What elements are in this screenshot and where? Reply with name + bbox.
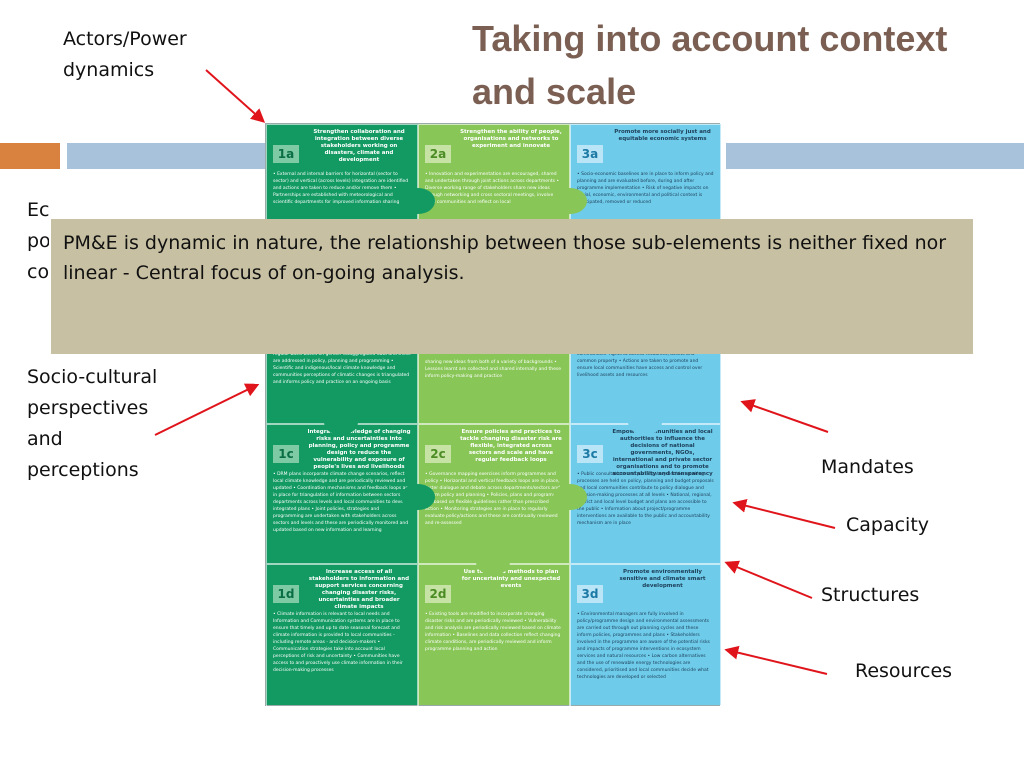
arrow-resources: [724, 645, 828, 675]
puzzle-cell-2c: 2c Ensure policies and practices to tack…: [418, 424, 570, 564]
cell-body: • Existing tools are modified to incorpo…: [425, 612, 561, 652]
label-mandates: Mandates: [821, 456, 914, 478]
cell-heading: Increase access of all stakeholders to i…: [308, 569, 410, 610]
cell-body: regular basis based on gender disaggrega…: [273, 352, 411, 385]
cell-tag: 2c: [425, 445, 451, 463]
cell-heading: Use tools and methods to plan for uncert…: [461, 569, 561, 589]
cell-body: • External and internal barriers for hor…: [273, 172, 409, 205]
cell-heading: Promote environmentally sensitive and cl…: [619, 569, 706, 589]
accent-bar-blue-right: [726, 143, 1024, 169]
puzzle-cell-1c: 1c Integrate knowledge of changing risks…: [266, 424, 418, 564]
cell-heading: Strengthen the ability of people, organi…: [460, 129, 562, 149]
overlay-callout: PM&E is dynamic in nature, the relations…: [51, 219, 973, 354]
cell-heading: Empower communities and local authoritie…: [612, 429, 713, 477]
label-capacity: Capacity: [846, 514, 930, 536]
puzzle-knob: [401, 484, 435, 510]
label-structures: Structures: [821, 584, 920, 606]
cell-tag: 1a: [273, 145, 299, 163]
cell-body: • DRM plans incorporate climate change s…: [273, 472, 411, 533]
accent-bar-orange: [0, 143, 60, 169]
puzzle-cell-3d: 3d Promote environmentally sensitive and…: [570, 564, 721, 707]
puzzle-knob: [628, 409, 662, 435]
puzzle-knob: [401, 188, 435, 214]
cell-heading: Ensure policies and practices to tackle …: [460, 429, 562, 463]
label-actors-power-dynamics: Actors/Power dynamics: [63, 28, 187, 81]
label-economic-political-context: Economic-political context: [27, 195, 49, 287]
label-resources: Resources: [855, 660, 953, 682]
arrow-structures: [724, 560, 813, 599]
cell-tag: 2a: [425, 145, 451, 163]
puzzle-cell-3a: 3a Promote more socially just and equita…: [570, 124, 721, 274]
arrow-mandates-pointer: [740, 399, 829, 433]
cell-heading: Integrate knowledge of changing risks an…: [307, 429, 411, 470]
cell-tag: 3a: [577, 145, 603, 163]
cell-body: sharing new ideas from both of a variety…: [425, 360, 562, 379]
cell-tag: 3c: [577, 445, 603, 463]
cell-body: communities' rights to access resources,…: [577, 352, 703, 378]
cell-heading: Promote more socially just and equitable…: [614, 129, 711, 142]
label-economic-political-context-text: Economic-political context: [27, 199, 49, 283]
accent-bar-blue-left: [67, 143, 267, 169]
cell-body: • Governance mapping exercises inform pr…: [425, 472, 563, 526]
arrow-socio: [154, 383, 260, 436]
cell-tag: 2d: [425, 585, 451, 603]
puzzle-cell-1d: 1d Increase access of all stakeholders t…: [266, 564, 418, 707]
puzzle-knob: [553, 484, 587, 510]
arrow-actors: [205, 69, 266, 123]
puzzle-knob: [553, 188, 587, 214]
puzzle-knob: [324, 409, 358, 435]
arrow-capacity: [732, 498, 836, 529]
cell-body: • Environmental managers are fully invol…: [577, 612, 710, 680]
cell-tag: 1c: [273, 445, 299, 463]
cell-body: • Climate information is relevant to loc…: [273, 612, 403, 673]
cell-tag: 3d: [577, 585, 603, 603]
label-socio-cultural-perspectives: Socio-cultural perspectives and percepti…: [27, 366, 158, 481]
cell-body: • Socio-economic baselines are in place …: [577, 172, 714, 205]
cell-tag: 1d: [273, 585, 299, 603]
puzzle-knob: [476, 549, 510, 575]
cell-body: • Innovation and experimentation are enc…: [425, 172, 560, 205]
cell-heading: Strengthen collaboration and integration…: [313, 129, 405, 163]
slide-title: Taking into account context and scale: [472, 18, 948, 112]
cell-body: • Public consultations and participatory…: [577, 472, 714, 526]
